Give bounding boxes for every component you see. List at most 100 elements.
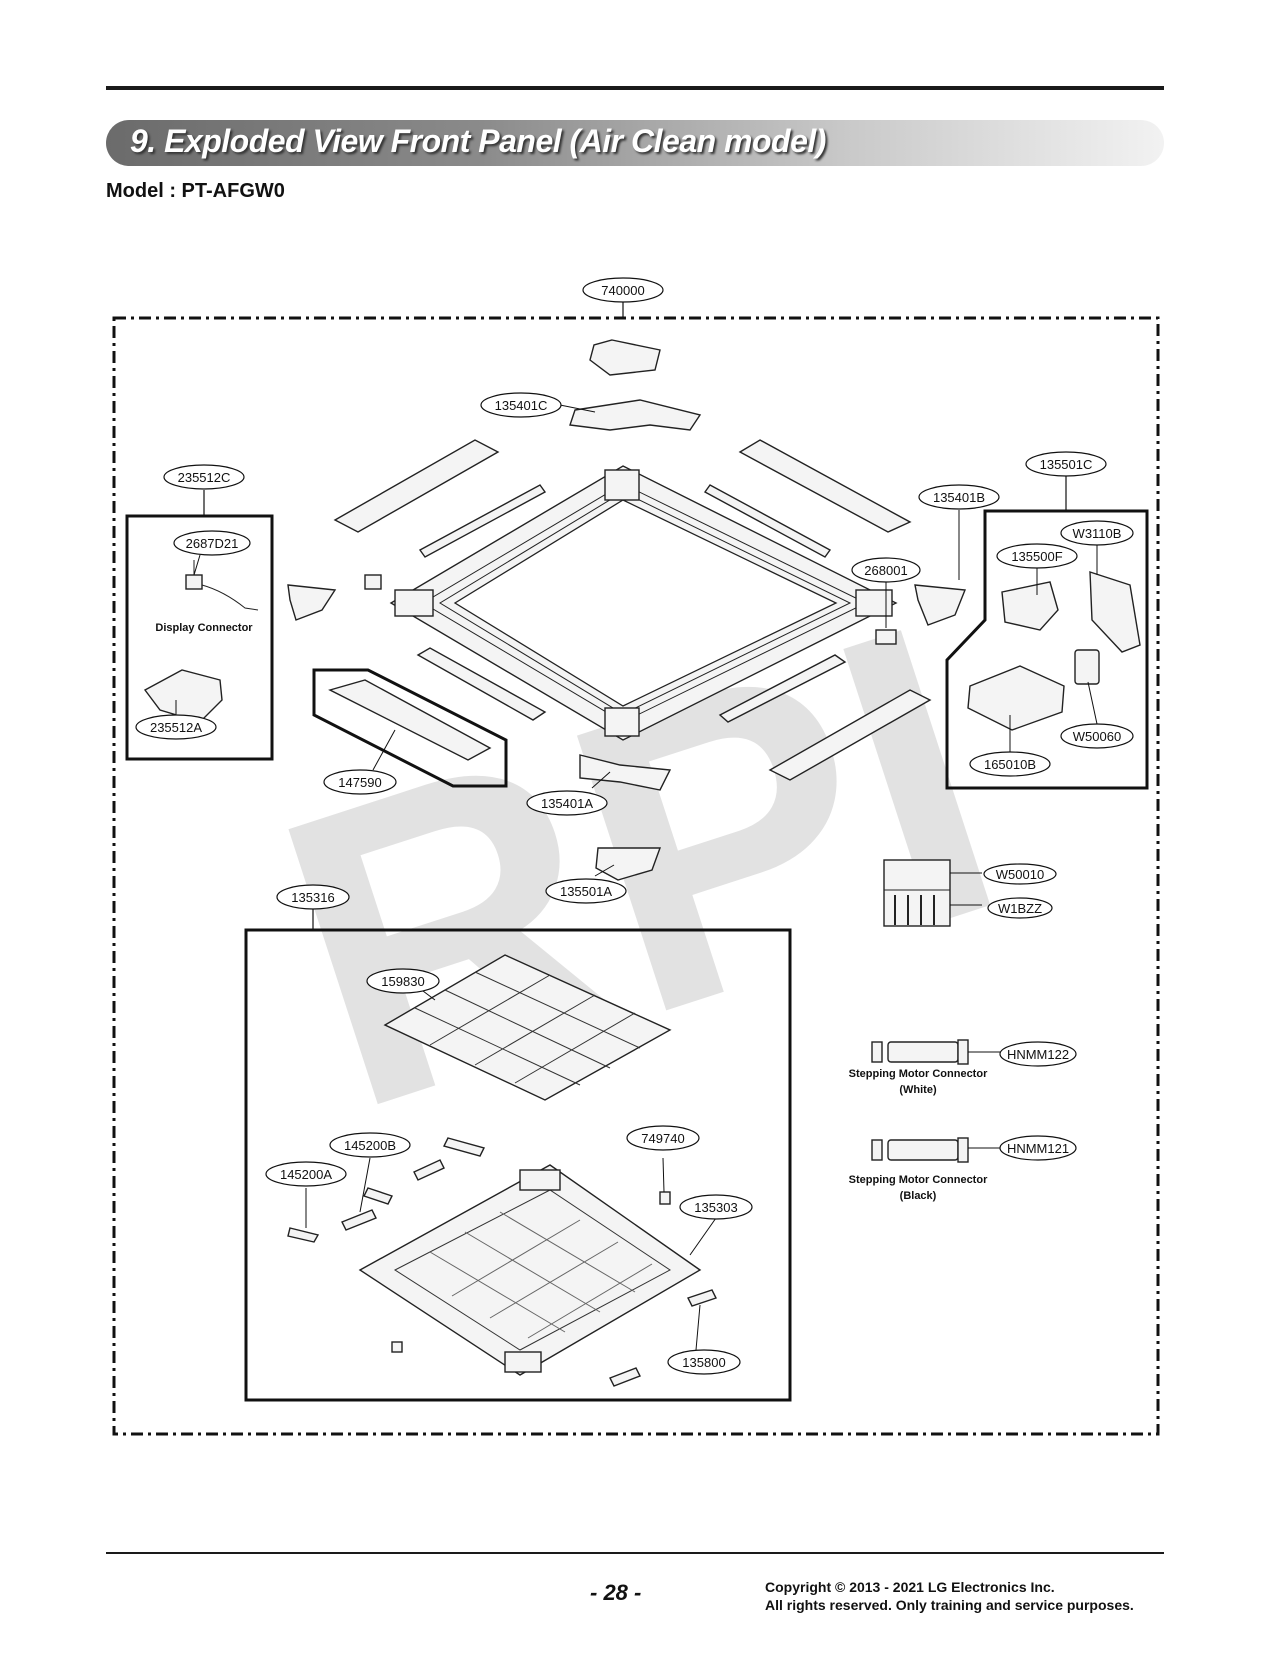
svg-text:135303: 135303 (694, 1200, 737, 1215)
svg-text:135401C: 135401C (495, 398, 548, 413)
svg-text:W1BZZ: W1BZZ (998, 901, 1042, 916)
vane-bottom-right (768, 689, 932, 781)
copyright: Copyright © 2013 - 2021 LG Electronics I… (765, 1578, 1134, 1614)
svg-text:HNMM121: HNMM121 (1007, 1141, 1069, 1156)
callout-740000: 740000 (582, 277, 664, 303)
svg-text:159830: 159830 (381, 974, 424, 989)
guide-top-left (418, 484, 547, 558)
stepping-motor-connector-black (871, 1137, 1000, 1163)
callout-135401B: 135401B (918, 484, 1000, 510)
top-rule (106, 86, 1164, 90)
front-panel-frame (389, 465, 898, 741)
inlet-grille (358, 1164, 702, 1376)
callout-W3110B: W3110B (1060, 520, 1134, 546)
display-subassembly-box (125, 514, 274, 761)
latch-part-1 (687, 1289, 717, 1307)
svg-text:235512A: 235512A (150, 720, 202, 735)
bottom-rule (106, 1552, 1164, 1554)
aircleaner-subassembly-box (945, 509, 1149, 790)
svg-text:740000: 740000 (601, 283, 644, 298)
stepping-motor-connector-white (871, 1039, 1000, 1065)
callout-HNMM121: HNMM121 (999, 1135, 1077, 1161)
guide-top-right (703, 484, 832, 558)
svg-text:HNMM122: HNMM122 (1007, 1047, 1069, 1062)
copyright-line-1: Copyright © 2013 - 2021 LG Electronics I… (765, 1579, 1055, 1595)
hinge-part-2 (413, 1159, 445, 1181)
hinge-145200A (287, 1227, 320, 1243)
ionizer-pcb (967, 665, 1065, 731)
svg-text:W50010: W50010 (996, 867, 1044, 882)
connector-268001 (875, 629, 897, 645)
copyright-line-2: All rights reserved. Only training and s… (765, 1597, 1134, 1613)
corner-cap-top (589, 339, 661, 376)
callout-W1BZZ: W1BZZ (987, 897, 1053, 919)
model-label: Model : PT-AFGW0 (106, 180, 285, 202)
corner-bracket-right (914, 584, 966, 626)
callout-W50060: W50060 (1060, 723, 1134, 749)
hinge-part-3 (442, 1137, 486, 1157)
callout-147590: 147590 (323, 769, 397, 795)
callout-235512A: 235512A (135, 714, 217, 740)
callout-HNMM122: HNMM122 (999, 1041, 1077, 1067)
callout-145200A: 145200A (265, 1161, 347, 1187)
hinge-145200B (341, 1209, 377, 1231)
caption-display-connector: Display Connector (155, 622, 253, 634)
corner-bracket-left (287, 584, 337, 621)
vane-subassembly-box (312, 668, 508, 788)
guide-bottom-left (416, 647, 547, 721)
svg-text:W50060: W50060 (1073, 729, 1121, 744)
svg-text:2687D21: 2687D21 (186, 536, 239, 551)
callout-145200B: 145200B (329, 1132, 411, 1158)
svg-text:W3110B: W3110B (1073, 526, 1122, 541)
svg-text:135316: 135316 (291, 890, 334, 905)
callout-165010B: 165010B (969, 751, 1051, 777)
svg-text:165010B: 165010B (984, 757, 1036, 772)
svg-text:145200B: 145200B (344, 1138, 396, 1153)
section-title: 9. Exploded View Front Panel (Air Clean … (130, 123, 826, 159)
air-filter (383, 954, 672, 1101)
corner-bracket-top (569, 399, 702, 431)
callout-135303: 135303 (679, 1194, 753, 1220)
callout-135500F: 135500F (996, 543, 1078, 569)
page-number: - 28 - (590, 1580, 642, 1605)
svg-text:749740: 749740 (641, 1131, 684, 1146)
callout-159830: 159830 (366, 968, 440, 994)
display-connector-part (185, 560, 259, 611)
ionizer-cover (1001, 581, 1059, 631)
svg-text:235512C: 235512C (178, 470, 231, 485)
ionizer-bracket (1089, 571, 1141, 653)
svg-text:135501A: 135501A (560, 884, 612, 899)
callout-268001: 268001 (851, 557, 921, 583)
callout-135401C: 135401C (480, 392, 562, 418)
callout-135501C: 135501C (1025, 451, 1107, 477)
caption-motor-black-2: (Black) (900, 1190, 937, 1202)
svg-text:145200A: 145200A (280, 1167, 332, 1182)
caption-motor-black-1: Stepping Motor Connector (849, 1174, 988, 1186)
callout-135316: 135316 (276, 884, 350, 910)
callout-749740: 749740 (626, 1125, 700, 1151)
assembly-frame (112, 316, 1160, 1436)
grille-subassembly-box (244, 928, 792, 1402)
section-title-bar (106, 120, 1164, 166)
latch-part-2 (609, 1367, 641, 1387)
hinge-part-1 (363, 1187, 393, 1205)
vane-bottom-left-selected (328, 679, 492, 761)
callout-135800: 135800 (667, 1349, 741, 1375)
connector-left (364, 574, 382, 590)
caption-motor-white-2: (White) (899, 1084, 937, 1096)
part-749740 (659, 1191, 671, 1205)
vane-top-right (738, 439, 912, 533)
w50060-part (1074, 649, 1100, 685)
callout-2687D21: 2687D21 (173, 530, 251, 556)
svg-text:135501C: 135501C (1040, 457, 1093, 472)
corner-cap-bottom (595, 847, 661, 881)
callout-135401A: 135401A (526, 790, 608, 816)
callout-235512C: 235512C (163, 464, 245, 490)
display-housing (143, 669, 223, 723)
caption-motor-white-1: Stepping Motor Connector (849, 1068, 988, 1080)
callout-135501A: 135501A (545, 878, 627, 904)
guide-bottom-right (718, 654, 847, 723)
svg-text:268001: 268001 (864, 563, 907, 578)
svg-text:135401B: 135401B (933, 490, 985, 505)
svg-text:135800: 135800 (682, 1355, 725, 1370)
